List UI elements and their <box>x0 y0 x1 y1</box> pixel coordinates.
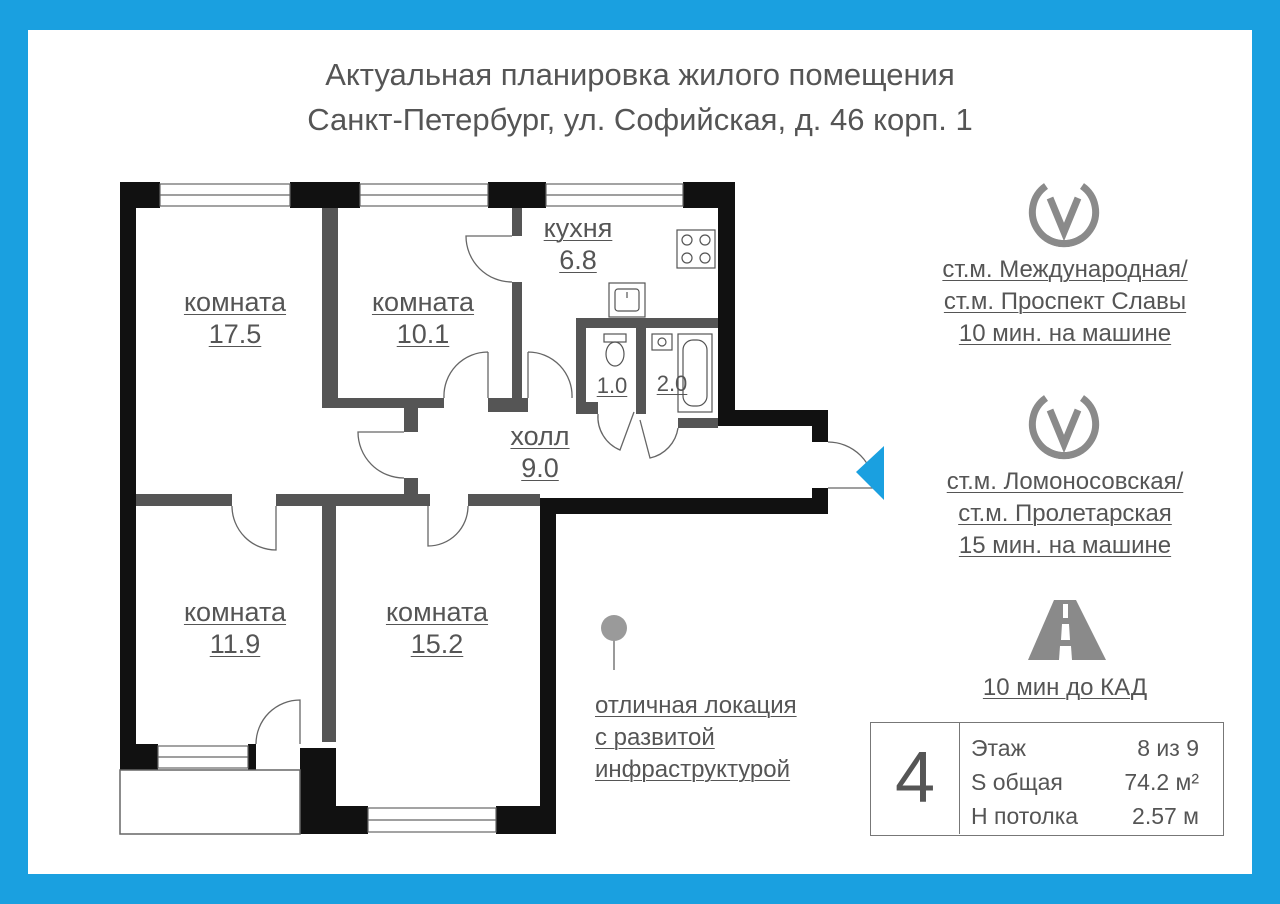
rooms-count: 4 <box>871 723 960 834</box>
road-icon <box>1028 600 1106 660</box>
windows <box>157 183 684 833</box>
page-title: Актуальная планировка жилого помещения <box>325 57 955 92</box>
toilet-icon <box>603 333 627 367</box>
road-info: 10 мин до КАД <box>982 674 1148 701</box>
metro-icon <box>1028 183 1100 248</box>
bath-label: 2.0 <box>656 371 688 396</box>
wc-label: 1.0 <box>596 373 628 398</box>
inner-walls <box>136 208 718 742</box>
balcony <box>119 769 301 835</box>
metro-info-1: ст.м. Международная/ст.м. Проспект Славы… <box>942 256 1188 347</box>
door-swings <box>231 235 875 745</box>
sink-icon <box>608 282 646 318</box>
bathtub-icon <box>651 333 713 413</box>
metro-icon <box>1028 395 1100 460</box>
outer-walls <box>120 182 828 834</box>
stove-icon <box>676 229 716 269</box>
map-pin-icon <box>601 615 627 670</box>
address: Санкт-Петербург, ул. Софийская, д. 46 ко… <box>307 102 973 137</box>
entrance-arrow-icon <box>856 446 884 500</box>
